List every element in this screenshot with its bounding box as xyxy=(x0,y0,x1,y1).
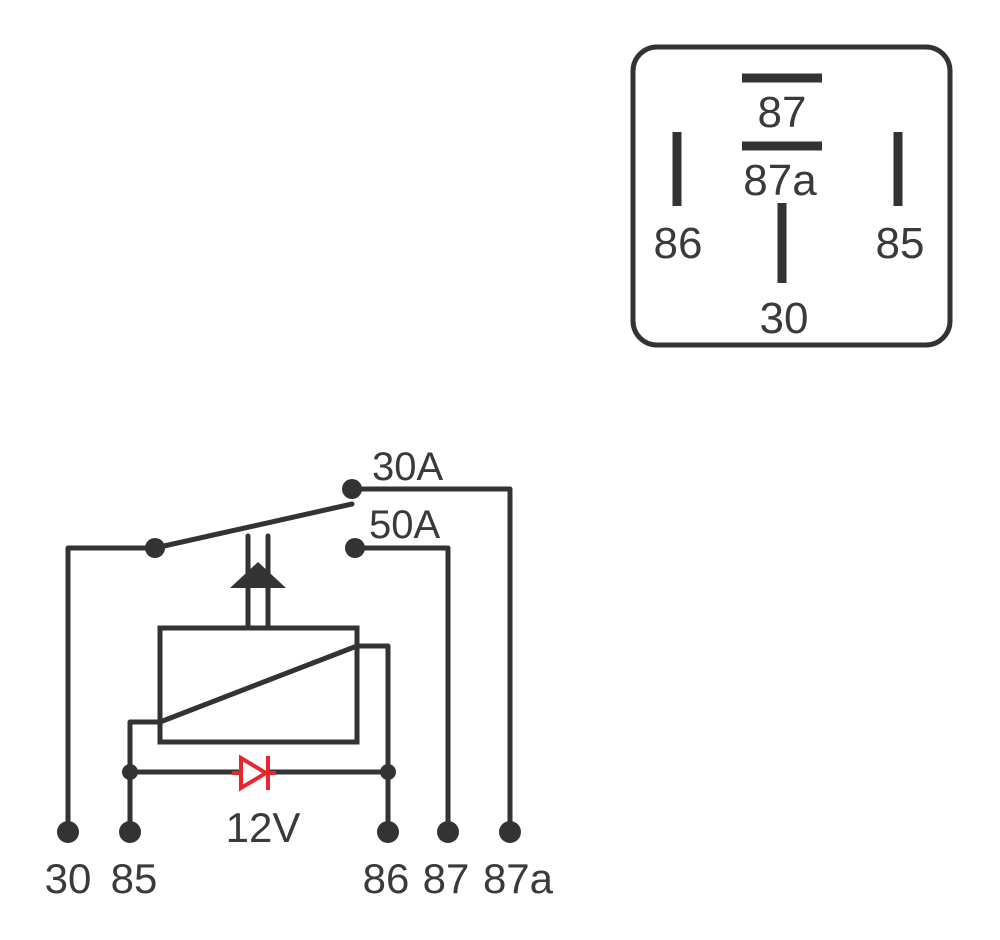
diode-icon xyxy=(232,754,276,792)
pinout-housing xyxy=(630,44,953,348)
coil-voltage-label: 12V xyxy=(226,804,301,851)
wire-86-coil xyxy=(354,643,391,835)
pin-30-label: 30 xyxy=(760,294,809,343)
junction-85-dot xyxy=(122,764,138,780)
wire-87a xyxy=(349,486,513,835)
terminal-86-dot xyxy=(377,821,399,843)
wire-30 xyxy=(65,545,158,835)
terminal-85-label: 85 xyxy=(111,855,158,902)
pin-87a-label: 87a xyxy=(743,156,817,205)
rating-50a-label: 50A xyxy=(369,503,440,547)
wire-87 xyxy=(352,545,451,835)
wire-85-coil xyxy=(127,719,163,835)
terminal-86-label: 86 xyxy=(363,855,410,902)
terminal-87-dot xyxy=(437,821,459,843)
pin-85-label: 85 xyxy=(876,219,925,268)
terminal-85-dot xyxy=(119,821,141,843)
junction-86-dot xyxy=(380,764,396,780)
pinout-view: 87 87a 86 85 30 xyxy=(630,44,953,348)
pin-87-label: 87 xyxy=(758,88,807,137)
switch-pivot-dot xyxy=(145,538,165,558)
relay-schematic: 30A 50A 12V xyxy=(45,445,554,902)
rating-30a-label: 30A xyxy=(372,445,443,489)
switch-arm xyxy=(152,501,355,551)
coil-winding xyxy=(157,643,360,725)
terminal-87a-dot xyxy=(499,821,521,843)
terminal-87a-label: 87a xyxy=(483,855,554,902)
actuator-arrow-icon xyxy=(230,562,286,588)
terminal-30-label: 30 xyxy=(45,855,92,902)
terminal-87-label: 87 xyxy=(423,855,470,902)
pin-86-label: 86 xyxy=(654,219,703,268)
terminal-30-dot xyxy=(57,821,79,843)
